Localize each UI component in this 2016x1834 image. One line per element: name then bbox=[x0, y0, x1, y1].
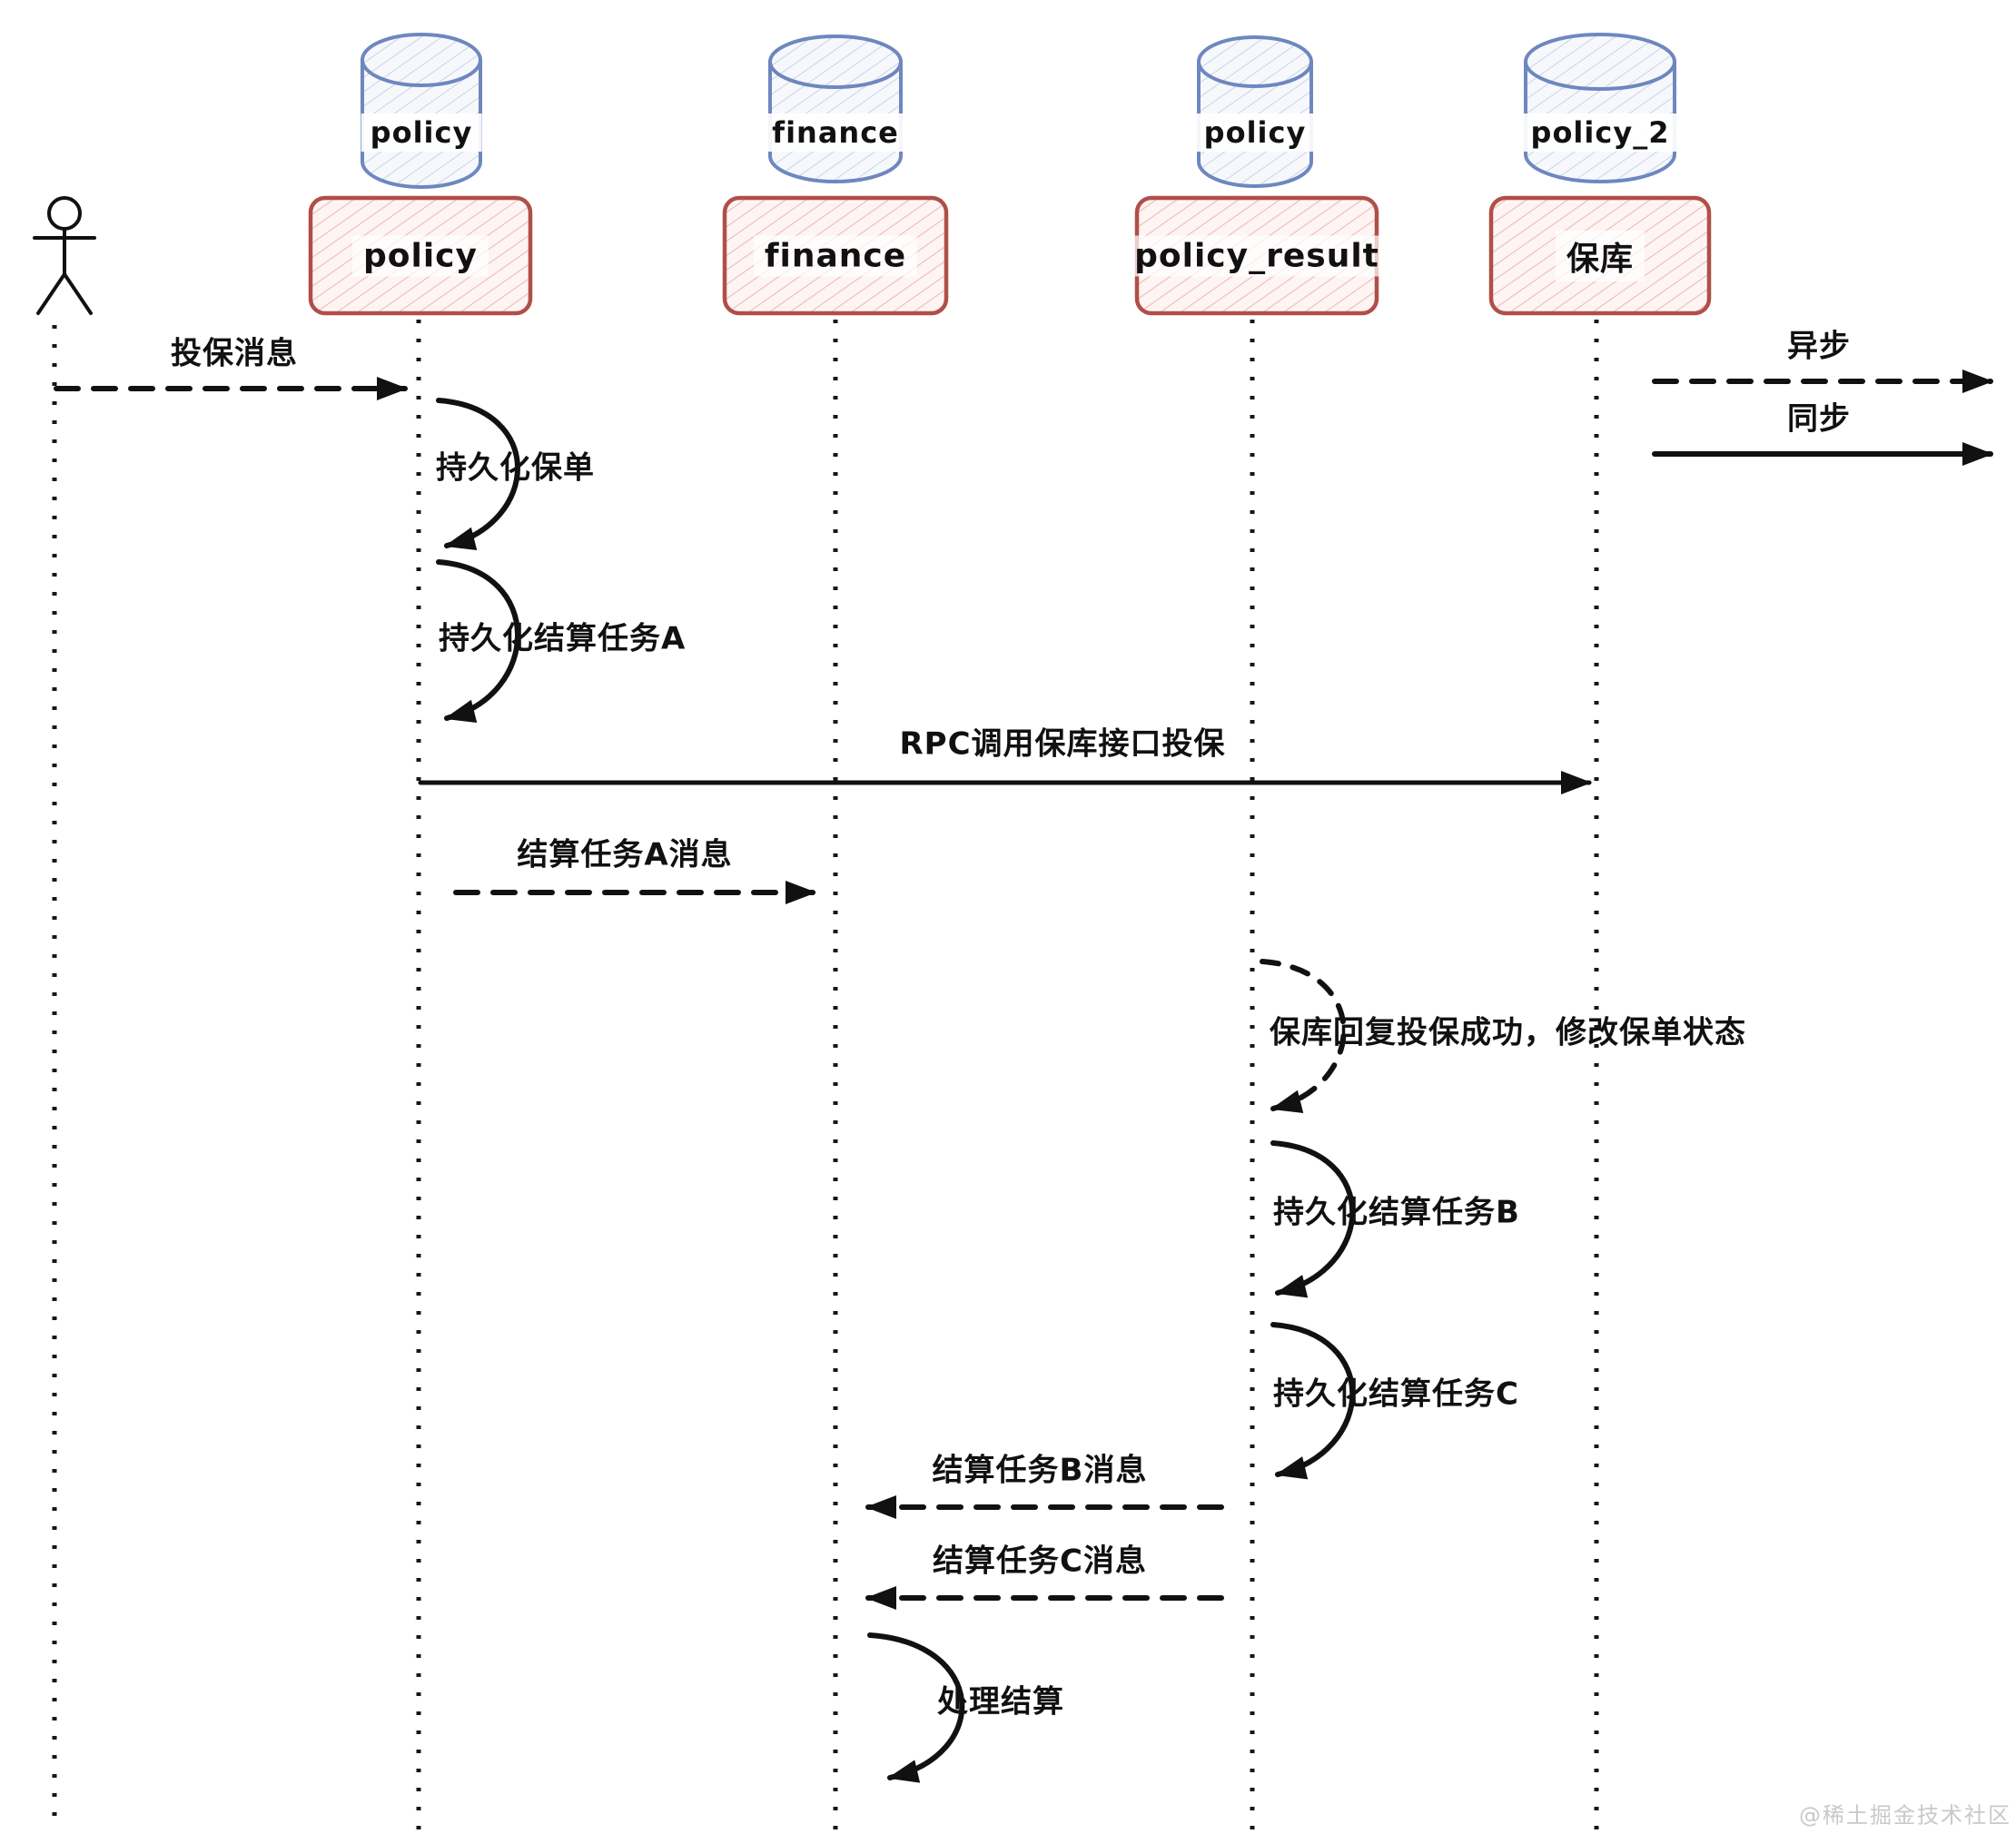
queue-label-finance: finance bbox=[753, 235, 918, 277]
label-process-settlement: 处理结算 bbox=[937, 1683, 1064, 1721]
arrow-reply-success-selfloop bbox=[1260, 959, 1347, 1113]
queue-boxes bbox=[308, 195, 1712, 316]
label-task-b-message: 结算任务B消息 bbox=[932, 1452, 1148, 1489]
label-apply-message: 投保消息 bbox=[171, 335, 298, 372]
label-reply-success: 保库回复投保成功，修改保单状态 bbox=[1270, 1014, 1746, 1051]
db-cylinder-finance bbox=[768, 35, 903, 183]
legend-sync-label: 同步 bbox=[1787, 400, 1851, 438]
label-task-c-message: 结算任务C消息 bbox=[933, 1543, 1147, 1580]
db-cylinder-policy bbox=[361, 33, 482, 189]
arrow-persist-task-a-selfloop bbox=[436, 559, 520, 723]
label-rpc-call: RPC调用保库接口投保 bbox=[899, 725, 1226, 763]
actor-icon bbox=[33, 196, 96, 315]
db-label-policy: policy bbox=[361, 113, 482, 152]
db-label-policy-2nd: policy bbox=[1194, 113, 1316, 152]
db-cylinders bbox=[361, 33, 1676, 189]
label-persist-task-a: 持久化结算任务A bbox=[439, 620, 687, 657]
label-persist-task-b: 持久化结算任务B bbox=[1273, 1194, 1520, 1231]
db-cylinder-policy-2nd bbox=[1197, 35, 1313, 188]
arrow-persist-task-c-selfloop bbox=[1270, 1322, 1356, 1480]
db-cylinder-policy-2 bbox=[1524, 33, 1676, 183]
arrow-persist-task-b-selfloop bbox=[1270, 1140, 1356, 1298]
queue-label-policy-result: policy_result bbox=[1123, 235, 1390, 277]
label-persist-task-c: 持久化结算任务C bbox=[1273, 1376, 1519, 1413]
watermark: @稀土掘金技术社区 bbox=[1799, 1802, 2011, 1829]
arrow-persist-policy-selfloop bbox=[436, 398, 520, 550]
arrow-process-settlement-selfloop bbox=[867, 1632, 965, 1783]
lifelines bbox=[52, 320, 1599, 1830]
legend-async-label: 异步 bbox=[1787, 328, 1851, 365]
db-label-finance: finance bbox=[763, 113, 908, 152]
queue-label-baoku: 保库 bbox=[1555, 231, 1645, 281]
label-persist-policy: 持久化保单 bbox=[436, 449, 595, 487]
label-task-a-message: 结算任务A消息 bbox=[517, 836, 733, 873]
db-label-policy-2: policy_2 bbox=[1521, 113, 1679, 152]
queue-label-policy: policy bbox=[352, 235, 489, 277]
